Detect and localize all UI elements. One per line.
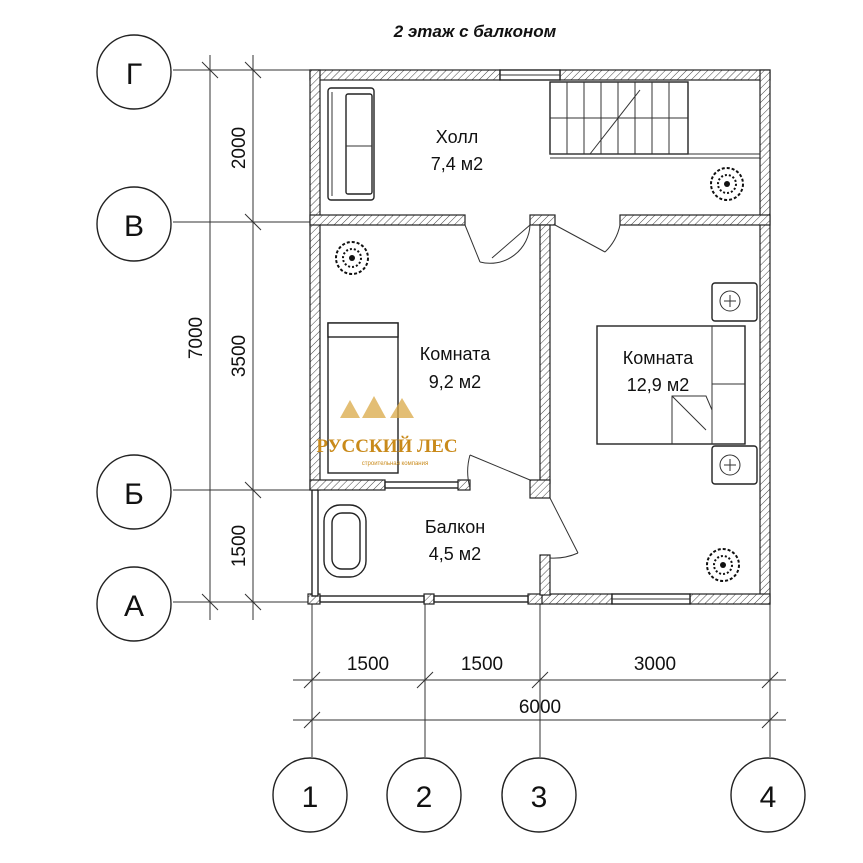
room-name-room2: Комната	[623, 348, 694, 368]
dim-3500: 3500	[229, 335, 250, 377]
axis-lines-horizontal	[173, 55, 310, 620]
nightstand-top	[711, 282, 758, 322]
balcony-chair	[323, 504, 367, 578]
axis-label: Б	[124, 478, 144, 511]
room-area-hall: 7,4 м2	[431, 154, 483, 174]
plant-icon	[706, 548, 740, 582]
axis-bubble-2: 2	[386, 757, 462, 833]
watermark-logo: РУССКИЙ ЛЕС строительная компания	[316, 396, 458, 467]
axis-label: В	[124, 210, 144, 243]
dim-2000: 2000	[229, 127, 250, 169]
room-area-room2: 12,9 м2	[627, 375, 689, 395]
axis-bubble-4: 4	[730, 757, 806, 833]
dim-1500-h2: 1500	[461, 654, 503, 675]
dim-1500-h1: 1500	[347, 654, 389, 675]
sofa	[327, 87, 375, 201]
axis-label: 1	[302, 781, 319, 814]
plant-icon	[710, 167, 744, 201]
dim-7000: 7000	[186, 317, 207, 359]
page-title: 2 этаж с балконом	[393, 22, 557, 41]
axis-bubble-3: 3	[501, 757, 577, 833]
staircase	[549, 81, 760, 159]
watermark-subtext: строительная компания	[362, 461, 428, 467]
axis-bubble-B: Б	[96, 454, 172, 530]
axis-label: 4	[760, 781, 777, 814]
dim-3000: 3000	[634, 654, 676, 675]
bed-double	[596, 325, 746, 445]
dim-1500-v: 1500	[229, 525, 250, 567]
axis-label: Г	[126, 58, 142, 91]
axis-bubble-V: В	[96, 186, 172, 262]
bed-single	[327, 322, 399, 474]
axis-bubble-G: Г	[96, 34, 172, 110]
room-area-balcony: 4,5 м2	[429, 544, 481, 564]
nightstand-bottom	[711, 445, 758, 485]
plant-icon	[335, 241, 369, 275]
axis-label: А	[124, 590, 144, 623]
room-name-hall: Холл	[436, 127, 478, 147]
axis-label: 2	[416, 781, 433, 814]
axis-bubble-1: 1	[272, 757, 348, 833]
axis-lines-vertical	[293, 604, 786, 757]
walls	[307, 69, 771, 605]
dim-6000: 6000	[519, 697, 561, 718]
room-name-balcony: Балкон	[425, 517, 485, 537]
axis-label: 3	[531, 781, 548, 814]
axis-bubble-A: А	[96, 566, 172, 642]
watermark-text: РУССКИЙ ЛЕС	[316, 435, 457, 457]
room-name-room1: Комната	[420, 344, 491, 364]
room-area-room1: 9,2 м2	[429, 372, 481, 392]
doors	[464, 224, 621, 559]
